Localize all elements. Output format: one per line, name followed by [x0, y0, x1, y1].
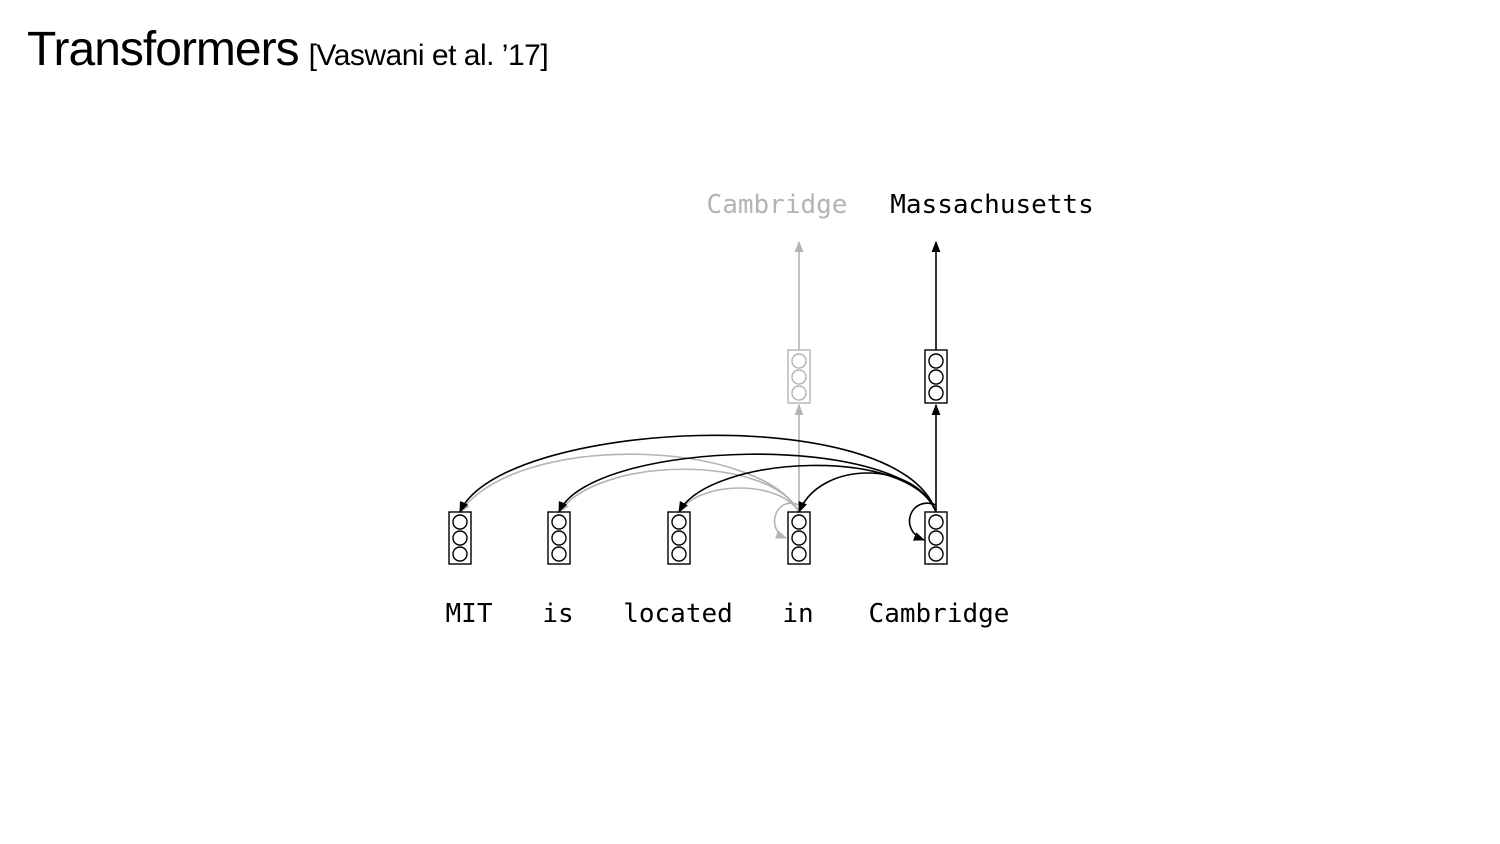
faded-attention-arcs — [459, 240, 804, 539]
citation: [Vaswani et al. ’17] — [308, 39, 549, 72]
input-token-cambridge: Cambridge — [869, 599, 1010, 629]
vector-cambridge — [924, 511, 948, 565]
arc-in-self — [773, 502, 800, 539]
vector-is — [547, 511, 571, 565]
output-token-massachusetts: Massachusetts — [890, 190, 1094, 220]
title-row: Transformers[Vaswani et al. ’17] — [27, 22, 549, 77]
active-attention-arcs — [459, 240, 941, 541]
arc-in-to-located — [678, 487, 800, 513]
arc-in-to-is — [558, 468, 800, 513]
arc-cambridge-to-located — [678, 464, 937, 513]
output-token-cambridge: Cambridge — [707, 190, 848, 220]
arc-cambridge-to-is — [558, 453, 937, 514]
hidden-vector-cambridge — [924, 349, 948, 404]
hidden-vector-in — [787, 349, 811, 404]
vector-in — [787, 511, 811, 565]
input-token-is: is — [542, 599, 573, 629]
vector-located — [667, 511, 691, 565]
input-token-located: located — [623, 599, 733, 629]
input-token-mit: MIT — [446, 599, 493, 629]
input-token-in: in — [782, 599, 813, 629]
input-vectors — [448, 511, 948, 565]
arc-cambridge-to-in — [798, 472, 937, 514]
slide-title: Transformers — [27, 23, 300, 76]
arc-in-to-mit — [459, 453, 800, 513]
vector-mit — [448, 511, 472, 565]
arc-cambridge-self — [908, 502, 937, 541]
arc-cambridge-to-mit — [459, 434, 937, 514]
